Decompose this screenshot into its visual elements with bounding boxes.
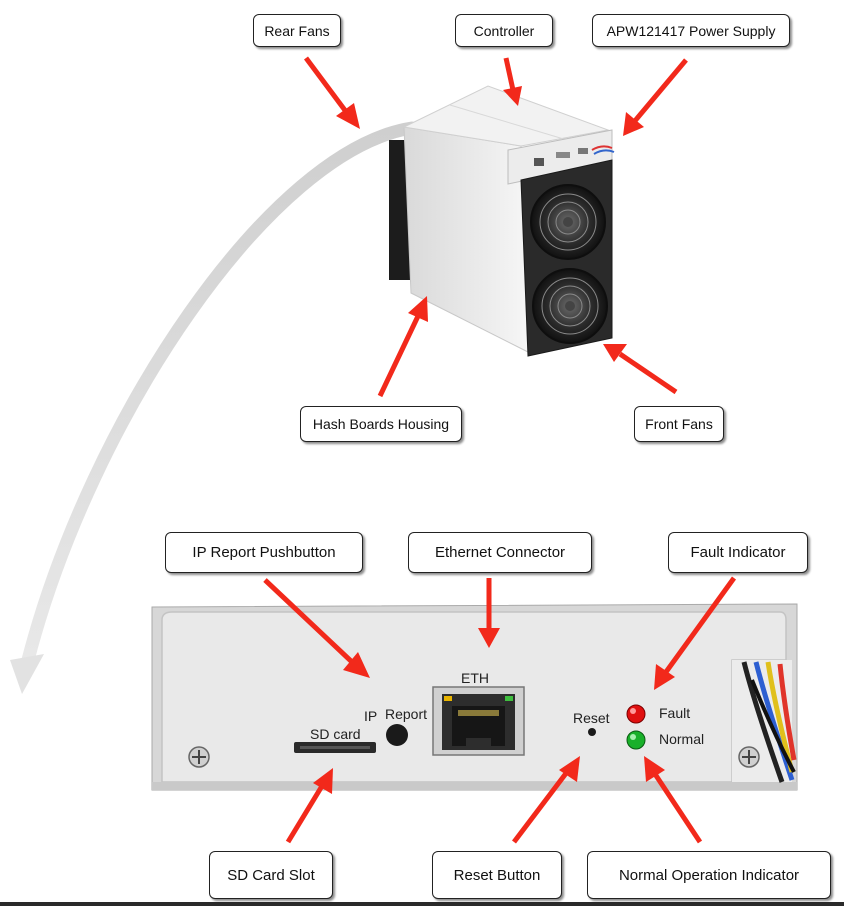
arrow-ip-report — [263, 578, 370, 678]
panel-label-eth: ETH — [461, 670, 489, 686]
bottom-border — [0, 902, 844, 906]
callout-ethernet-connector: Ethernet Connector — [408, 532, 592, 573]
arrow-reset — [512, 756, 580, 844]
callout-power-supply: APW121417 Power Supply — [592, 14, 790, 47]
callout-controller: Controller — [455, 14, 553, 47]
miner-illustration — [389, 85, 615, 357]
reset-pinhole-shape — [588, 728, 596, 736]
panel-label-normal: Normal — [659, 731, 704, 747]
zoom-curve-arrow — [10, 121, 419, 694]
panel-label-sd-card: SD card — [310, 726, 361, 742]
callout-sd-card-slot: SD Card Slot — [209, 851, 333, 899]
panel-label-report: Report — [385, 706, 427, 722]
ethernet-port-shape — [432, 686, 525, 756]
arrow-ethernet — [478, 578, 500, 648]
arrow-power-supply — [623, 58, 688, 136]
callout-rear-fans: Rear Fans — [253, 14, 341, 47]
red-arrows-panel — [263, 576, 737, 844]
arrow-rear-fans — [303, 56, 360, 129]
red-arrows-top — [303, 56, 688, 398]
callout-reset-button: Reset Button — [432, 851, 562, 899]
callout-hash-boards-housing: Hash Boards Housing — [300, 406, 462, 442]
sd-card-slot-shape — [294, 742, 376, 753]
panel-label-fault: Fault — [659, 705, 690, 721]
screw-left-icon — [188, 746, 210, 768]
arrow-fault — [654, 576, 737, 690]
arrow-front-fans — [603, 344, 678, 395]
ip-report-button-shape — [386, 724, 408, 746]
arrow-normal — [644, 756, 703, 844]
control-panel: ETH IP Report SD card Reset Fault Normal — [151, 603, 798, 791]
panel-label-ip: IP — [364, 708, 377, 724]
callout-front-fans: Front Fans — [634, 406, 724, 442]
callout-fault-indicator: Fault Indicator — [668, 532, 808, 573]
panel-cables — [732, 660, 797, 783]
arrow-controller — [503, 57, 522, 106]
screw-right-icon — [738, 746, 760, 768]
callout-normal-operation-indicator: Normal Operation Indicator — [587, 851, 831, 899]
front-fan-bottom — [532, 268, 608, 344]
normal-led-icon — [626, 730, 646, 750]
panel-label-reset: Reset — [573, 710, 610, 726]
arrow-hash-boards — [377, 296, 428, 398]
front-fan-top — [530, 184, 606, 260]
callout-ip-report-pushbutton: IP Report Pushbutton — [165, 532, 363, 573]
fault-led-icon — [626, 704, 646, 724]
arrow-sd-card — [285, 768, 333, 844]
